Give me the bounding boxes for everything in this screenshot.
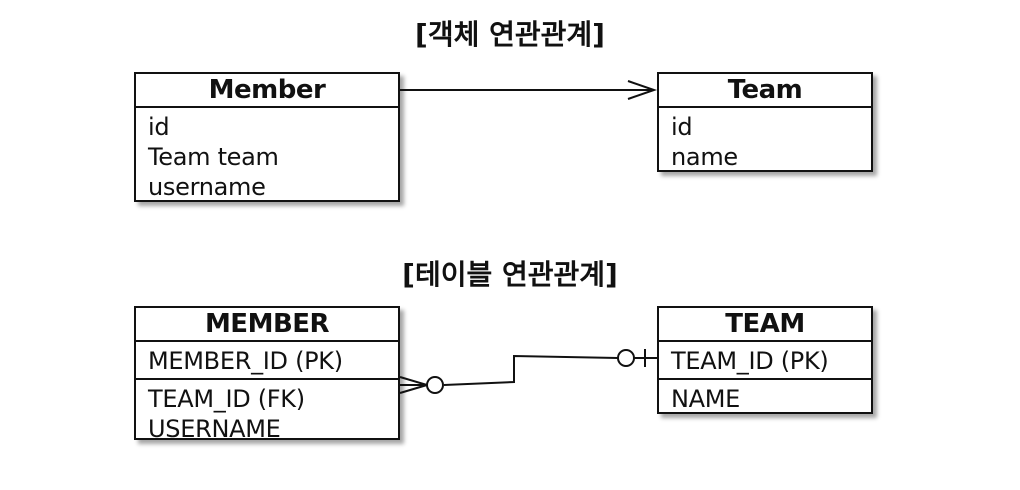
member-table-fk-field: TEAM_ID (FK) <box>148 385 305 413</box>
team-field-name: name <box>671 143 738 171</box>
member-class-fields: id Team team username <box>136 108 398 202</box>
team-class-name: Team <box>659 74 871 108</box>
one-optional-marker-icon <box>617 349 657 367</box>
member-field-username: username <box>148 173 266 201</box>
member-table-box: MEMBER MEMBER_ID (PK) TEAM_ID (FK) USERN… <box>134 306 400 443</box>
team-table-name-field: NAME <box>671 385 741 413</box>
member-class-name: Member <box>136 74 398 108</box>
team-table-pk-field: TEAM_ID (PK) <box>671 347 829 375</box>
member-table-name: MEMBER <box>136 308 398 342</box>
association-arrow <box>400 80 658 100</box>
team-table-name: TEAM <box>659 308 871 342</box>
member-field-id: id <box>148 113 170 141</box>
team-table-fields: NAME <box>659 380 871 414</box>
table-relation-title: [테이블 연관관계] <box>402 258 618 291</box>
member-table-pk-section: MEMBER_ID (PK) <box>136 342 398 380</box>
team-table-box: TEAM TEAM_ID (PK) NAME <box>657 306 873 414</box>
many-optional-crowfoot-icon <box>399 376 444 394</box>
object-relation-title: [객체 연관관계] <box>415 18 605 51</box>
member-table-username-field: USERNAME <box>148 415 281 443</box>
arrowhead-icon <box>627 80 658 100</box>
team-class-fields: id name <box>659 108 871 172</box>
team-table-pk-section: TEAM_ID (PK) <box>659 342 871 380</box>
member-class-box: Member id Team team username <box>134 72 400 202</box>
member-table-pk-field: MEMBER_ID (PK) <box>148 347 343 375</box>
member-table-fields: TEAM_ID (FK) USERNAME <box>136 380 398 444</box>
table-relationship-line <box>399 349 657 394</box>
team-field-id: id <box>671 113 693 141</box>
member-field-team: Team team <box>148 143 279 171</box>
team-class-box: Team id name <box>657 72 873 172</box>
